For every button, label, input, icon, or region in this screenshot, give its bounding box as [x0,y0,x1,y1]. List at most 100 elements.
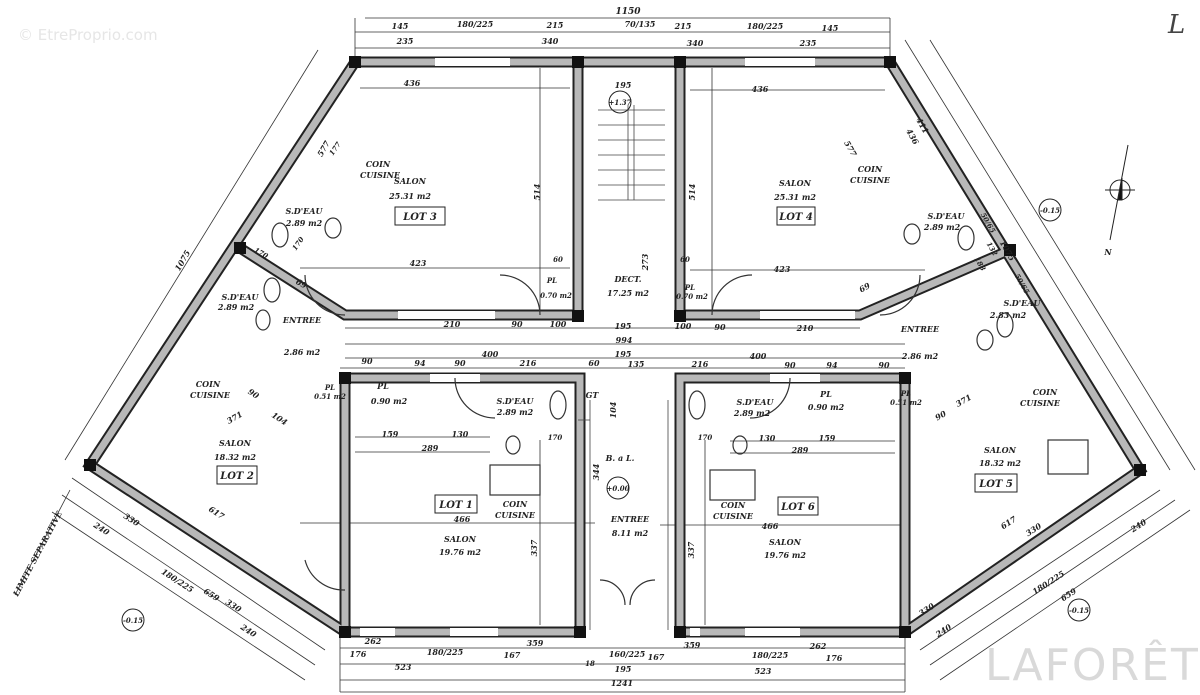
dimension-label: 100 [550,319,567,329]
dimension-label: 371 [225,409,244,426]
dimension-label: 195 [615,664,632,674]
hall-area: 17.25 m2 [607,288,649,298]
dimension-label: 1075 [173,248,193,273]
dimension-label: 523 [755,666,772,676]
dimension-label: 130 [759,433,776,443]
room-area: 0.90 m2 [808,402,845,412]
dimension-label: 235 [799,38,817,48]
level-label: -0.15 [1069,606,1089,615]
dimension-label: 130 [452,429,469,439]
dimension-label: 436 [904,127,921,147]
room-area: 2.89 m2 [496,407,534,417]
dimension-label: 160/225 [609,649,646,659]
room-name: PL [684,283,695,292]
dimension-label: 159 [819,433,836,443]
lot-label: LOT 1 [438,500,473,511]
room-name: COIN [503,499,528,509]
mailbox-label: B. a L. [605,453,635,463]
lot-label: LOT 4 [778,212,813,223]
room-area: 2.86 m2 [901,351,939,361]
dimension-label: 337 [529,539,539,556]
dimension-label: 170 [698,433,713,442]
room-name: S.D'EAU [497,396,535,406]
dimension-label: 70/135 [625,19,656,29]
dimension-label: 216 [519,358,537,368]
dimension-label: 359 [684,640,701,650]
room-name: COIN [366,159,391,169]
room-area: 2.86 m2 [283,347,321,357]
room-name: COIN [1033,387,1058,397]
dimension-label: 180/225 [457,19,494,29]
dimension-label: 170 [290,235,306,252]
gt-label: GT [586,390,600,400]
dimension-label: 523 [395,662,412,672]
dimension-label: 240 [238,621,259,639]
entry-area: 8.11 m2 [612,528,649,538]
dimension-label: 514 [687,183,697,200]
room-name: SALON [769,537,802,547]
dimension-label: 100 [675,321,692,331]
walls [82,56,1148,638]
dimension-label: 18 [585,659,595,668]
room-name: S.D'EAU [222,292,260,302]
room-area: 2.89 m2 [733,408,771,418]
room-name: COIN [721,500,746,510]
room-area: 0.90 m2 [371,396,408,406]
room-name: CUISINE [850,175,891,185]
room-name: S.D'EAU [1004,298,1042,308]
dimension-label: 994 [616,335,633,345]
room-name: COIN [858,164,883,174]
room-area: 19.76 m2 [764,550,806,560]
room-name: CUISINE [1020,398,1061,408]
dimension-label: 145 [392,21,409,31]
dimension-label: 289 [421,443,439,453]
room-area: 2.89 m2 [217,302,255,312]
dimension-label: 94 [826,360,838,370]
room-name: S.D'EAU [928,211,966,221]
dimension-label: 195 [615,349,632,359]
dimension-label: 400 [750,351,767,361]
dimension-label: 423 [410,258,427,268]
dimension-label: 262 [364,636,382,646]
dimension-label: 60 [553,255,563,264]
room-name: CUISINE [495,510,536,520]
dimension-label: 240 [933,622,954,640]
dimension-label: 466 [454,514,471,524]
wall-posts [84,56,1146,638]
dimension-label: 90 [454,358,466,368]
room-name: SALON [779,178,812,188]
room-name: PL [324,383,335,392]
room-name: SALON [394,176,427,186]
room-area: 25.31 m2 [773,192,816,202]
dimension-label: 423 [774,264,791,274]
dimension-label: 210 [796,323,814,333]
dimension-label: 235 [396,36,414,46]
dimension-label: 436 [404,78,421,88]
lot-boxes [216,206,1018,516]
dimension-label: 617 [207,504,227,522]
boundary-label: LIMITE SEPARATIVE [10,509,64,599]
room-area: 18.32 m2 [979,458,1021,468]
dimension-label: 90 [933,408,948,422]
room-name: SALON [444,534,477,544]
dimension-label: 1241 [611,678,633,688]
room-name: PL [819,389,832,399]
stairs [578,105,669,630]
dimension-label: 180/225 [747,21,784,31]
dimension-label: 94 [414,358,426,368]
north-label: N [1103,247,1112,257]
dimension-label: 60 [680,255,690,264]
windows [175,58,1068,636]
level-label: +0.00 [607,484,630,493]
dimension-label: 180/225 [160,566,196,594]
dimension-label: 69 [857,280,872,294]
room-area: 0.51 m2 [890,398,922,407]
room-name: CUISINE [360,170,401,180]
room-name: PL [900,389,911,398]
dimension-label: 240 [91,519,112,537]
dimension-lines [14,17,1196,693]
dimension-label: 167 [504,650,521,660]
level-label: -0.15 [123,616,143,625]
room-name: COIN [196,379,221,389]
